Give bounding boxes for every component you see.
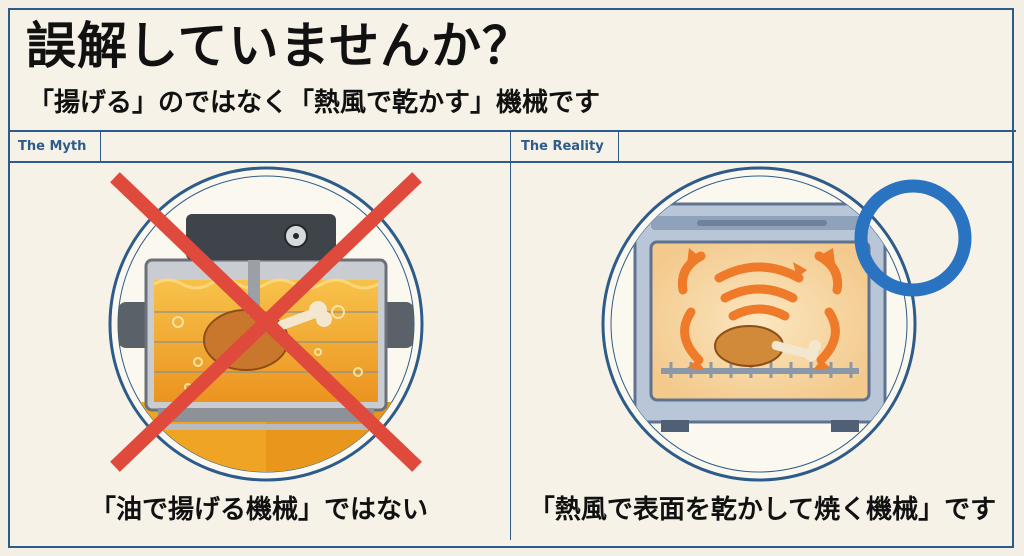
red-x-mark [110, 172, 422, 472]
reality-panel-rule [511, 161, 1014, 163]
convection-oven-illustration [601, 166, 917, 482]
myth-panel: The Myth [8, 132, 511, 540]
hot-air-swirl-icon [677, 251, 843, 365]
blue-circle-mark [854, 179, 972, 297]
reality-panel: The Reality [511, 132, 1014, 540]
page-title: 誤解していませんか？ [26, 17, 533, 75]
deep-fryer-illustration [108, 166, 424, 482]
myth-panel-rule [8, 161, 510, 163]
reality-label: The Reality [511, 132, 619, 162]
page-subtitle: 「揚げる」のではなく「熱風で乾かす」機械です [28, 88, 601, 118]
header-divider [8, 130, 1016, 132]
myth-caption: 「油で揚げる機械」ではない [89, 495, 428, 525]
reality-caption: 「熱風で表面を乾かして焼く機械」です [528, 495, 997, 525]
myth-label: The Myth [8, 132, 102, 162]
